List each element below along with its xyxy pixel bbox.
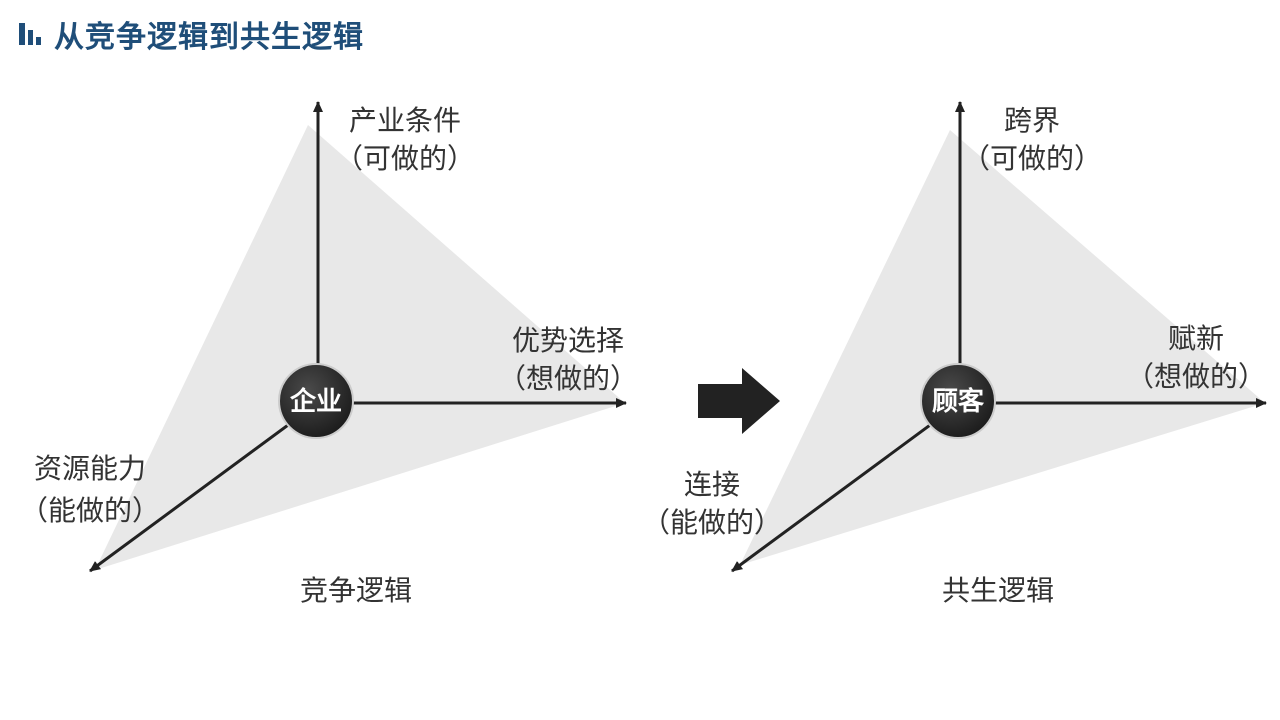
center-node bbox=[920, 363, 996, 439]
down-sublabel: （能做的） bbox=[642, 506, 782, 539]
right-sublabel: （想做的） bbox=[1126, 360, 1266, 393]
down-label: 资源能力 bbox=[34, 452, 146, 485]
up-sublabel: （可做的） bbox=[335, 142, 475, 175]
right-arrow-icon bbox=[698, 368, 780, 434]
right-label: 赋新 bbox=[1168, 322, 1224, 355]
title-bar: 从竞争逻辑到共生逻辑 bbox=[18, 14, 364, 55]
center-label: 企业 bbox=[290, 386, 342, 417]
center-node bbox=[278, 363, 354, 439]
symbiosis-diagram: 顾客 跨界 （可做的） 赋新 （想做的） 连接 （能做的） 共生逻辑 bbox=[642, 101, 1267, 607]
bar-chart-icon bbox=[19, 23, 41, 45]
right-label: 优势选择 bbox=[512, 324, 624, 357]
up-label: 产业条件 bbox=[349, 104, 461, 137]
right-sublabel: （想做的） bbox=[498, 362, 638, 395]
competition-diagram: 企业 产业条件 （可做的） 优势选择 （想做的） 资源能力 （能做的） 竞争逻辑 bbox=[20, 101, 638, 607]
shaded-triangle bbox=[740, 130, 1265, 565]
up-label: 跨界 bbox=[1004, 104, 1060, 137]
page-title: 从竞争逻辑到共生逻辑 bbox=[54, 20, 364, 55]
center-label: 顾客 bbox=[932, 386, 985, 417]
shaded-triangle bbox=[95, 125, 625, 570]
axis-down bbox=[731, 401, 961, 573]
down-sublabel: （能做的） bbox=[20, 494, 160, 527]
caption: 共生逻辑 bbox=[942, 574, 1054, 607]
up-sublabel: （可做的） bbox=[962, 142, 1102, 175]
caption: 竞争逻辑 bbox=[300, 574, 412, 607]
down-label: 连接 bbox=[684, 468, 740, 501]
axis-down bbox=[89, 401, 319, 573]
